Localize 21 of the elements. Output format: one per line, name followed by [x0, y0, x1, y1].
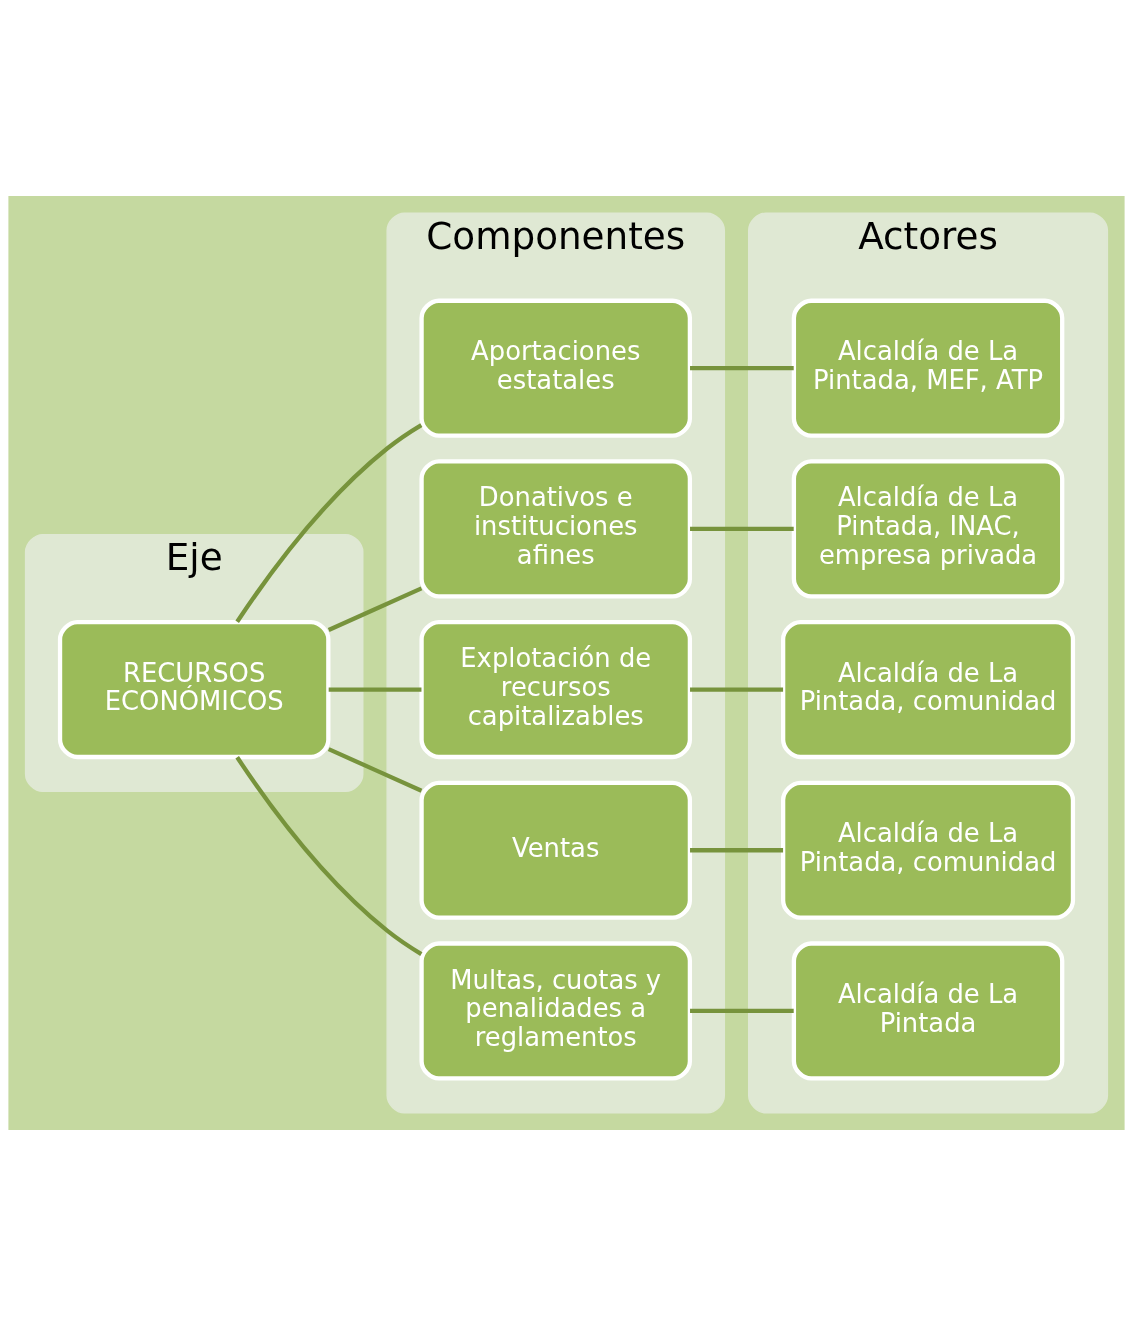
connector: [327, 586, 423, 632]
node-box: Alcaldía de La Pintada, comunidad: [781, 619, 1076, 760]
node-box: Alcaldía de La Pintada: [791, 941, 1065, 1081]
connector: [690, 526, 794, 531]
connector: [235, 423, 423, 623]
connector: [690, 687, 784, 692]
connector: [235, 756, 423, 956]
connector: [328, 687, 422, 692]
connector: [690, 366, 794, 371]
connector: [690, 1008, 794, 1014]
node-box: RECURSOS ECONÓMICOS: [57, 619, 331, 760]
node-box: Explotación de recursos capitalizables: [419, 619, 693, 760]
connector: [327, 747, 423, 793]
node-box: Multas, cuotas y penalidades a reglamentos: [419, 941, 693, 1081]
node-box: Alcaldía de La Pintada, MEF, ATP: [791, 298, 1065, 438]
node-box: Alcaldía de La Pintada, INAC, empresa privada: [791, 459, 1065, 599]
node-box: Ventas: [419, 780, 693, 920]
connector: [690, 848, 784, 853]
node-box: Donativos e instituciones afines: [419, 459, 693, 599]
node-box: Aportaciones estatales: [419, 298, 693, 438]
node-box: Alcaldía de La Pintada, comunidad: [781, 780, 1076, 920]
